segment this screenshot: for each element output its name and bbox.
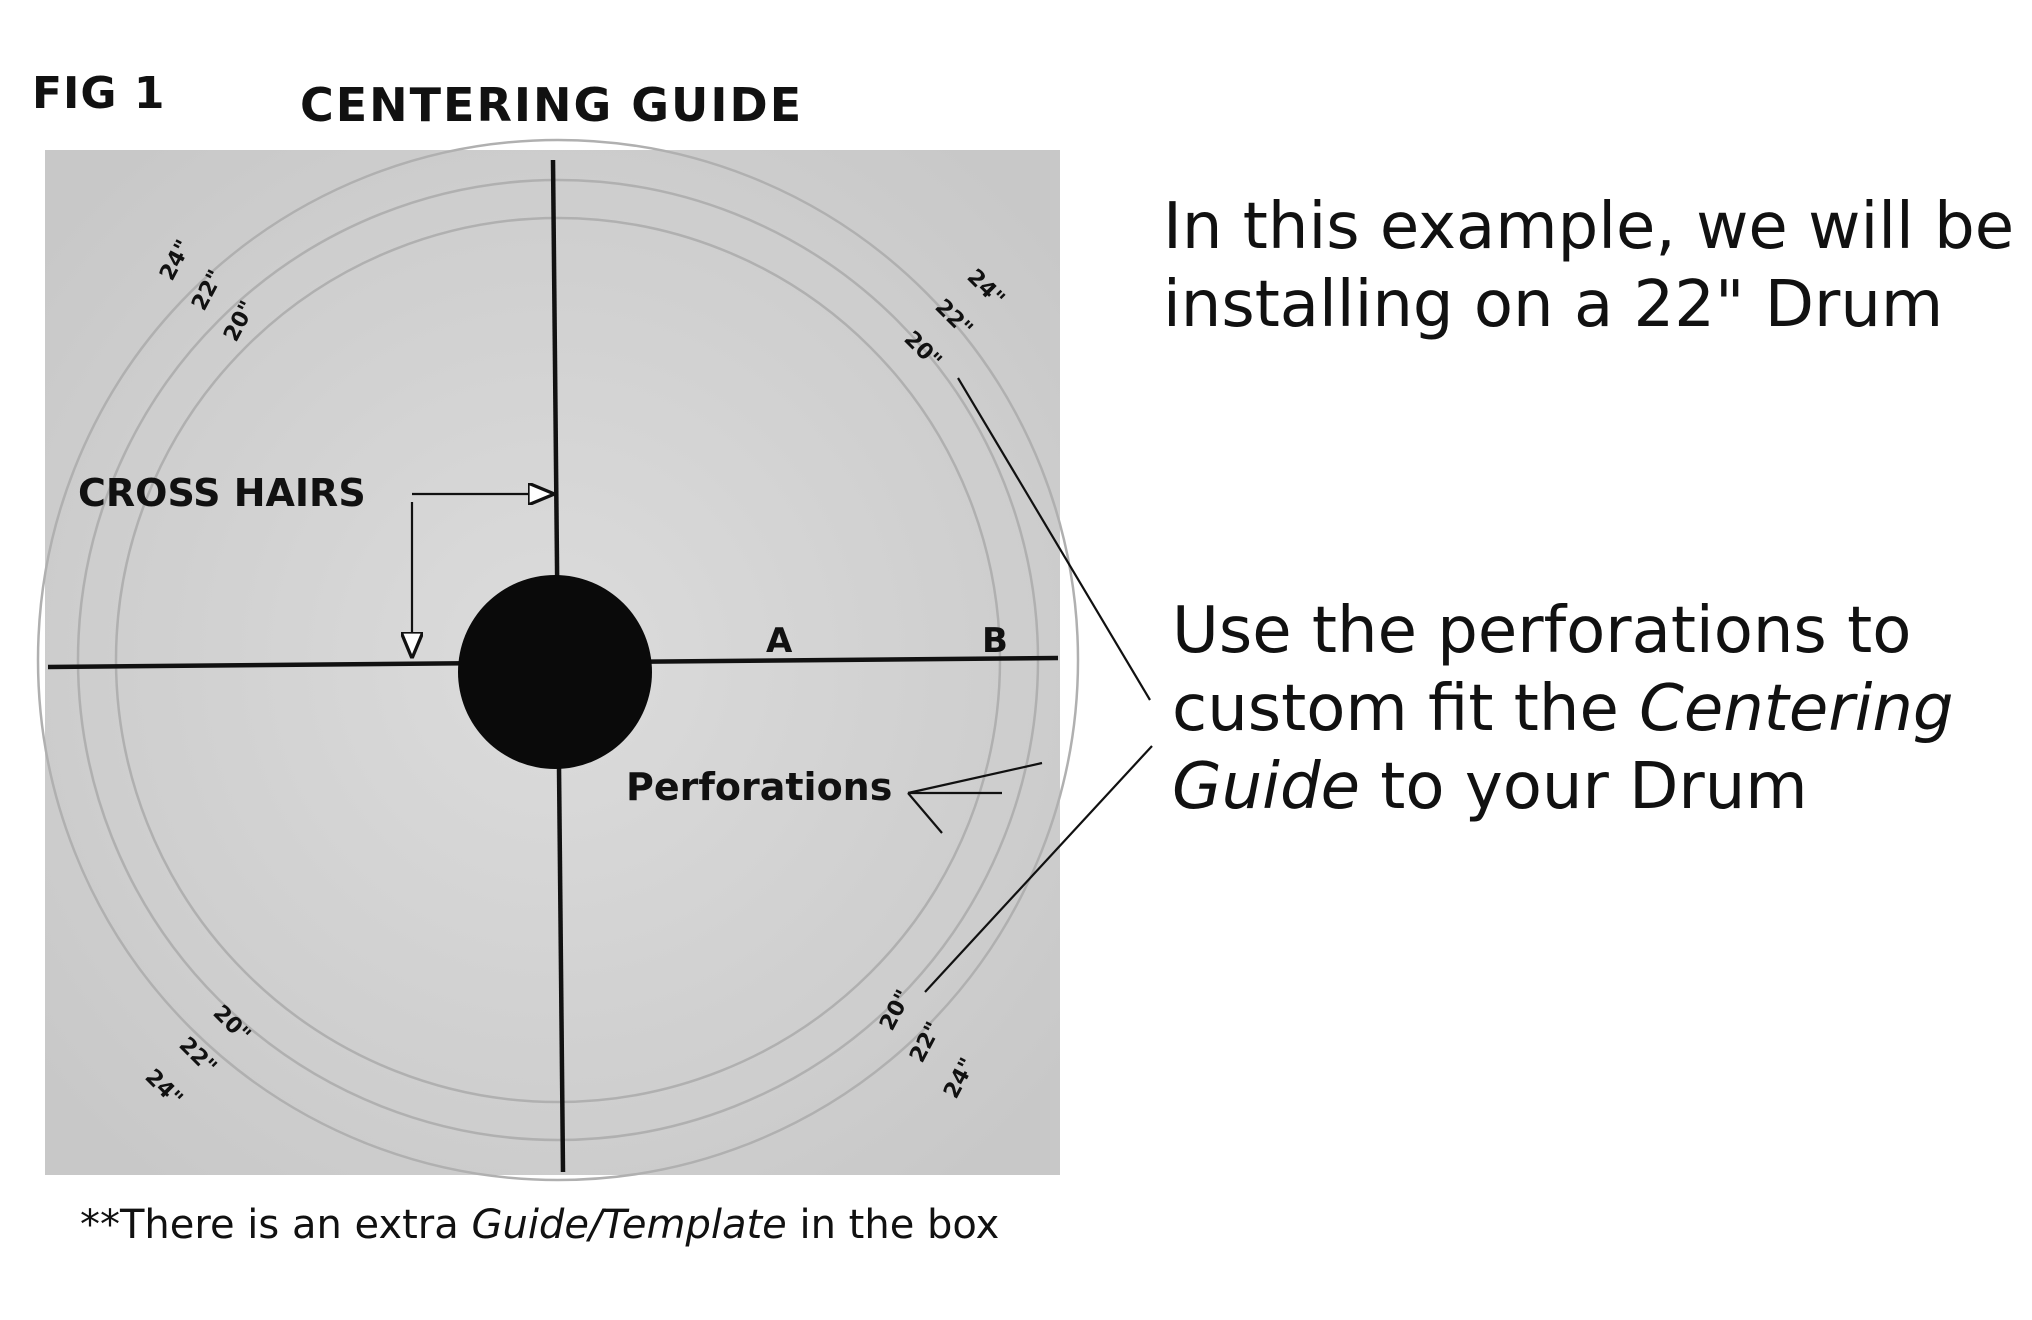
cross-hairs-arrows (412, 494, 550, 654)
instruction-callout: Use the perforations to custom fit the C… (1172, 592, 2032, 826)
pointer-line (907, 792, 943, 834)
perforation-rings (36, 138, 1080, 1182)
footnote-emphasis: Guide/Template (471, 1202, 787, 1248)
figure-label: FIG 1 (32, 68, 166, 119)
instruction-text: Use the perforations to custom fit the (1172, 594, 1912, 746)
perforations-pointers (907, 761, 1043, 834)
figure-title: CENTERING GUIDE (300, 78, 804, 132)
intro-callout: In this example, we will be installing o… (1163, 190, 2015, 342)
instruction-emphasis: Centering Guide (1172, 672, 1954, 824)
cross-hairs-label: CROSS HAIRS (78, 471, 366, 515)
perforation-ring-24 (36, 138, 1080, 1182)
perforations-label: Perforations (626, 765, 892, 809)
pointer-line (907, 761, 1043, 795)
instruction-text: to your Drum (1359, 750, 1808, 824)
footnote-text: **There is an extra (80, 1202, 472, 1248)
leader-line-bottom (924, 745, 1153, 993)
footnote: **There is an extra Guide/Template in th… (80, 1202, 999, 1248)
marker-a: A (766, 621, 793, 661)
center-dot (458, 575, 652, 769)
leader-line-top (957, 377, 1151, 701)
callout-leader-lines (924, 377, 1153, 993)
footnote-text: in the box (786, 1202, 1000, 1248)
marker-b: B (982, 621, 1008, 661)
